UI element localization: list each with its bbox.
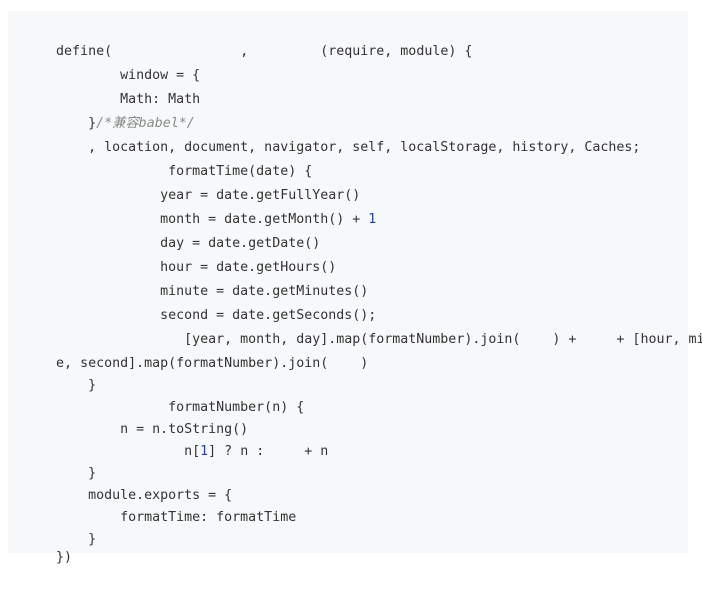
code-line-23: }) [8, 525, 72, 565]
code-token: define( [56, 44, 113, 59]
code-line-10: hour = date.getHours() [8, 235, 336, 275]
code-token: year = date.getFullYear() [56, 188, 361, 203]
code-token: formatTime: formatTime [56, 510, 297, 525]
code-token: } [56, 378, 97, 393]
code-token: ] ? n : + n [208, 444, 329, 459]
code-token: day = date.getDate() [56, 236, 321, 251]
code-line-18: n[1] ? n : + n [8, 419, 328, 459]
code-line-5: , location, document, navigator, self, l… [8, 115, 640, 155]
code-line-12: second = date.getSeconds(); [8, 283, 376, 323]
code-line-20: module.exports = { [8, 463, 232, 503]
code-line-7: year = date.getFullYear() [8, 163, 360, 203]
code-token: (require, module) { [320, 44, 473, 59]
code-token: [year, month, day].map(formatNumber).joi… [56, 332, 702, 347]
code-token: hour = date.getHours() [56, 260, 337, 275]
code-token: } [56, 466, 97, 481]
code-line-17: n = n.toString() [8, 397, 248, 437]
code-token: , location, document, navigator, self, l… [56, 140, 641, 155]
code-line-15: } [8, 353, 96, 393]
code-token: } [56, 532, 97, 547]
code-block: define( , (require, module) { window = {… [8, 11, 702, 565]
code-line-22: } [8, 507, 96, 547]
code-line-6: formatTime(date) { [8, 139, 312, 179]
code-token: n = n.toString() [56, 422, 249, 437]
code-line-14: e, second].map(formatNumber).join( ) [8, 331, 368, 371]
code-number: 1 [368, 212, 377, 227]
code-line-21: formatTime: formatTime [8, 485, 296, 525]
code-token: window = { [56, 68, 201, 83]
code-token: , [240, 44, 321, 59]
code-line-9: day = date.getDate() [8, 211, 320, 251]
page: define( , (require, module) { window = {… [8, 11, 702, 565]
code-token: formatNumber(n) { [56, 400, 305, 415]
code-token: minute = date.getMinutes() [56, 284, 369, 299]
code-token: month = date.getMonth() + [56, 212, 369, 227]
code-token: Math: Math [56, 92, 201, 107]
code-line-3: Math: Math [8, 67, 200, 107]
code-line-2: window = { [8, 43, 200, 83]
code-line-11: minute = date.getMinutes() [8, 259, 368, 299]
code-number: 1 [200, 444, 209, 459]
code-line-8: month = date.getMonth() + 1 [8, 187, 376, 227]
code-line-16: formatNumber(n) { [8, 375, 304, 415]
code-line-4: }/*兼容babel*/ [8, 91, 195, 131]
code-token: module.exports = { [56, 488, 233, 503]
code-token: formatTime(date) { [56, 164, 313, 179]
code-line-13: [year, month, day].map(formatNumber).joi… [8, 307, 702, 347]
code-token: e, second].map(formatNumber).join( ) [56, 356, 369, 371]
code-line-1: define( , (require, module) { [8, 19, 472, 59]
code-token: n[ [56, 444, 201, 459]
code-comment: /*兼容babel*/ [96, 116, 195, 131]
code-token: } [56, 116, 97, 131]
code-token: second = date.getSeconds(); [56, 308, 377, 323]
code-token: }) [56, 550, 73, 565]
code-line-19: } [8, 441, 96, 481]
